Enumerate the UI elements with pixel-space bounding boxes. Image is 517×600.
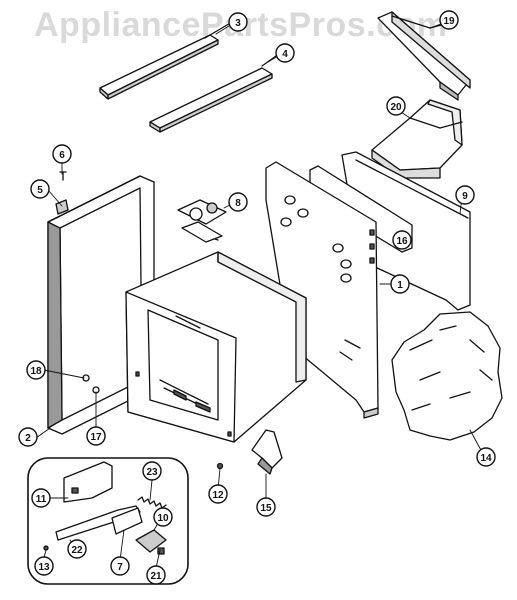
- part-clip: [55, 199, 69, 215]
- part-side-panel: [265, 161, 379, 419]
- callout-5: 5: [30, 179, 50, 199]
- svg-text:9: 9: [462, 191, 468, 202]
- callout-22: 22: [67, 539, 87, 559]
- part-vent-duct: [377, 11, 471, 101]
- svg-text:15: 15: [260, 503, 272, 514]
- callout-12: 12: [208, 484, 228, 504]
- callout-16: 16: [392, 230, 412, 250]
- callout-group: 3 19 4 20 6 5 9 8 16 1 18 2 17 14 12 15 …: [18, 10, 496, 585]
- part-sensor-bracket: [177, 199, 227, 243]
- svg-text:4: 4: [282, 49, 288, 60]
- svg-text:13: 13: [38, 562, 50, 573]
- svg-text:23: 23: [146, 467, 158, 478]
- callout-10: 10: [153, 507, 173, 527]
- callout-21: 21: [146, 565, 166, 585]
- svg-text:3: 3: [235, 18, 241, 29]
- svg-text:10: 10: [157, 513, 169, 524]
- callout-6: 6: [52, 144, 72, 164]
- callout-20: 20: [386, 96, 406, 116]
- callout-23: 23: [142, 461, 162, 481]
- callout-9: 9: [455, 185, 475, 205]
- svg-text:1: 1: [397, 280, 403, 291]
- callout-13: 13: [34, 556, 54, 576]
- svg-text:18: 18: [30, 366, 42, 377]
- svg-text:2: 2: [25, 433, 31, 444]
- part-oven-cavity: [125, 251, 307, 443]
- svg-text:22: 22: [71, 545, 83, 556]
- svg-text:20: 20: [390, 102, 402, 113]
- callout-15: 15: [256, 497, 276, 517]
- callout-7: 7: [110, 556, 130, 576]
- svg-text:17: 17: [90, 432, 102, 443]
- svg-text:16: 16: [396, 236, 408, 247]
- callout-4: 4: [275, 43, 295, 63]
- svg-text:5: 5: [37, 185, 43, 196]
- part-insulation-blanket: [391, 311, 503, 441]
- svg-text:19: 19: [443, 16, 455, 27]
- svg-text:12: 12: [212, 490, 224, 501]
- part-air-duct: [371, 99, 463, 179]
- svg-text:6: 6: [59, 150, 65, 161]
- svg-text:21: 21: [150, 571, 162, 582]
- callout-8: 8: [228, 192, 248, 212]
- svg-text:8: 8: [235, 198, 241, 209]
- callout-11: 11: [31, 488, 51, 508]
- part-small-screw: [59, 171, 67, 181]
- part-trim-strip-lower: [149, 55, 277, 133]
- callout-2: 2: [18, 427, 38, 447]
- callout-17: 17: [86, 426, 106, 446]
- callout-14: 14: [476, 447, 496, 467]
- part-trim-strip-top: [99, 21, 233, 100]
- callout-19: 19: [439, 10, 459, 30]
- callout-18: 18: [26, 360, 46, 380]
- svg-text:7: 7: [117, 562, 123, 573]
- part-hinge: [251, 429, 283, 475]
- callout-3: 3: [228, 12, 248, 32]
- svg-text:11: 11: [36, 494, 47, 505]
- callout-1: 1: [390, 274, 410, 294]
- svg-text:14: 14: [480, 453, 492, 464]
